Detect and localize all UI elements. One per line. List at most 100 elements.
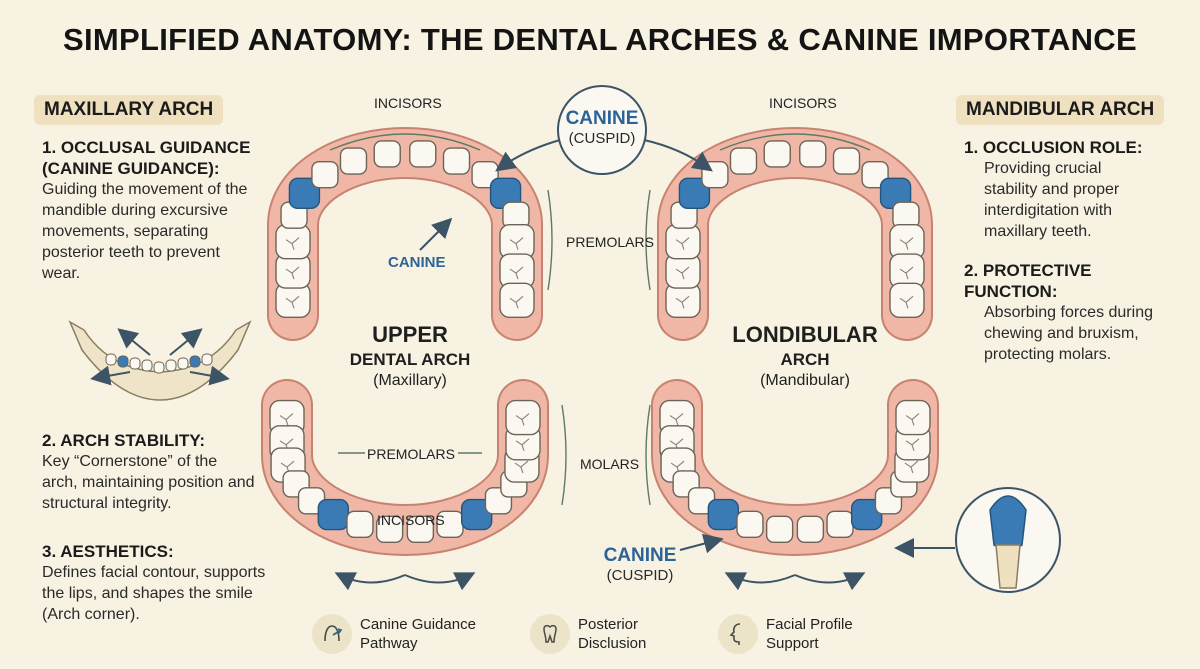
upper-arch-title: UPPER DENTAL ARCH (Maxillary)	[330, 322, 490, 390]
molar-tooth	[275, 224, 311, 260]
face-profile-icon	[718, 614, 758, 654]
mandible-bone	[68, 320, 252, 401]
canine-center-circle	[557, 85, 647, 175]
canine-lower-sub: (CUSPID)	[606, 567, 674, 584]
arrow-to-upper-right-canine	[643, 139, 713, 172]
tooth	[796, 515, 825, 544]
bracket-incisors-upper-right	[719, 133, 871, 151]
maxillary-item-3: 3. AESTHETICS: Defines facial contour, s…	[42, 541, 282, 625]
tooth	[471, 160, 499, 189]
maxillary-item-2-title: 2. ARCH STABILITY:	[42, 431, 206, 450]
tooth	[339, 147, 368, 175]
arrow-lower-right-motion-left	[724, 572, 796, 591]
mandibular-item-2-title: 2. PROTECTIVE FUNCTION:	[964, 261, 1092, 301]
molar-tooth	[889, 282, 925, 319]
tooth	[832, 147, 861, 175]
molar-fissure	[285, 266, 300, 280]
molar-fissure	[905, 438, 920, 451]
molar-fissure	[669, 413, 684, 426]
tooth	[406, 515, 435, 544]
arrow-canine-label-pointer	[419, 217, 453, 251]
tooth	[346, 510, 374, 539]
canine-center-sub: (CUSPID)	[568, 130, 636, 147]
mandible-canine	[189, 355, 201, 368]
mandible-arrow-far-right	[189, 365, 230, 386]
mandibular-panel: MANDIBULAR ARCH 1. OCCLUSION ROLE: Provi…	[956, 95, 1171, 365]
tooth	[799, 140, 827, 168]
tooth	[826, 510, 854, 539]
canine-center-title: CANINE	[565, 108, 639, 129]
lower-arch-title: LONDIBULAR ARCH (Mandibular)	[720, 322, 890, 390]
tooth	[765, 515, 794, 544]
tooth	[311, 160, 339, 189]
canine-tooth	[288, 177, 321, 210]
maxillary-item-3-title: 3. AESTHETICS:	[42, 542, 174, 561]
lower-arch-line1: LONDIBULAR	[732, 322, 878, 347]
mandible-arrow-left	[117, 328, 151, 356]
mandible-tooth	[153, 361, 165, 374]
molar-fissure	[675, 295, 690, 309]
canine-tooth	[850, 498, 883, 531]
tooth	[409, 140, 437, 168]
canine-lower-title: CANINE	[603, 545, 677, 566]
molar-fissure	[515, 438, 530, 451]
tooth	[442, 147, 471, 175]
maxillary-item-1-text: Guiding the movement of the mandible dur…	[42, 181, 248, 282]
molar-fissure	[514, 460, 529, 474]
tooth	[375, 515, 404, 544]
mandible-tooth	[165, 359, 177, 372]
maxillary-item-1-title: 1. OCCLUSAL GUIDANCE (CANINE GUIDANCE):	[42, 138, 251, 178]
upper-arch-line3: (Maxillary)	[373, 372, 447, 389]
label-incisors-lower-left: INCISORS	[377, 512, 445, 528]
label-premolars-top: PREMOLARS	[566, 234, 654, 250]
upper-arch-line2: DENTAL ARCH	[349, 350, 471, 369]
molar-fissure	[285, 295, 300, 309]
bracket-incisors-upper-left	[329, 133, 481, 151]
molar-fissure	[509, 266, 524, 280]
molar-tooth	[895, 399, 931, 436]
mandible-arrow-right	[169, 328, 203, 356]
mandibular-item-1-text: Providing crucial stability and proper i…	[984, 160, 1120, 240]
molar-fissure	[899, 266, 914, 280]
mandibular-item-2-text: Absorbing forces during chewing and brux…	[984, 304, 1153, 363]
arrow-lower-left-motion-right	[404, 572, 476, 591]
legend-canine-guidance-text: Canine Guidance Pathway	[360, 616, 476, 652]
legend-posterior-disclusion-text: Posterior Disclusion	[578, 616, 647, 652]
tooth	[861, 160, 889, 189]
bracket-molars-right	[645, 404, 651, 506]
molar-fissure	[509, 237, 524, 250]
arrow-lower-left-motion-left	[334, 572, 406, 591]
tooth-icon	[530, 614, 570, 654]
bracket-molars-left	[561, 404, 567, 506]
label-incisors-upper-right: INCISORS	[769, 95, 837, 111]
molar-fissure	[279, 413, 294, 426]
molar-fissure	[675, 266, 690, 280]
mandibular-heading: MANDIBULAR ARCH	[956, 95, 1165, 125]
canine-crown	[989, 495, 1027, 551]
mandible-tooth	[177, 357, 189, 370]
mandible-tooth	[201, 353, 213, 366]
lower-arch-line3: (Mandibular)	[760, 372, 850, 389]
legend-facial-profile: Facial Profile Support	[718, 614, 896, 654]
label-premolars-mid: PREMOLARS	[367, 446, 455, 462]
label-molars: MOLARS	[580, 456, 640, 472]
canine-tooth	[678, 177, 711, 210]
molar-tooth	[665, 224, 701, 260]
mandibular-item-1-title: 1. OCCLUSION ROLE:	[964, 138, 1143, 157]
canine-tooth	[317, 498, 350, 531]
molar-fissure	[899, 295, 914, 309]
tooth	[736, 510, 764, 539]
legend-posterior-disclusion: Posterior Disclusion	[530, 614, 708, 654]
canine-tooth	[707, 498, 740, 531]
canine-center-label: CANINE (CUSPID)	[556, 108, 648, 147]
canine-tooth	[460, 498, 493, 531]
mandible-tooth	[105, 353, 117, 366]
tooth	[373, 140, 401, 168]
bracket-premolars-top-left	[645, 189, 651, 291]
upper-arch-line1: UPPER	[372, 322, 448, 347]
mandible-tooth	[141, 359, 153, 372]
lower-arch-line2: ARCH	[780, 350, 830, 369]
molar-fissure	[905, 413, 920, 426]
page-title: SIMPLIFIED ANATOMY: THE DENTAL ARCHES & …	[63, 22, 1137, 57]
canine-upper-arch-label: CANINE	[388, 254, 446, 271]
